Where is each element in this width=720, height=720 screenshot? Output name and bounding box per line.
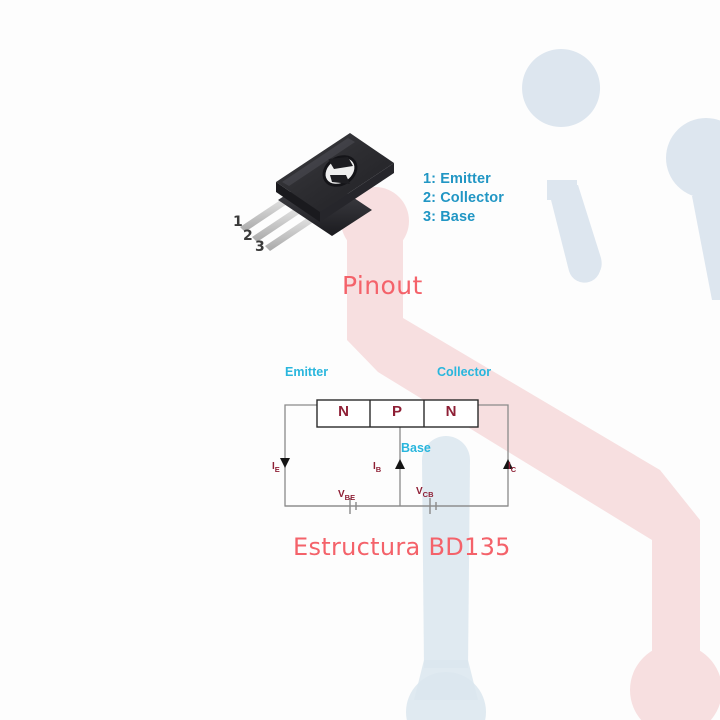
pinout-legend-item-2: 2: Collector xyxy=(423,190,504,206)
transistor-package xyxy=(276,133,394,236)
pin-number-2: 2 xyxy=(243,228,253,244)
npn-layer-N2: N xyxy=(445,403,457,420)
battery-vcb xyxy=(429,498,437,514)
pin-shape-blue-top-mid xyxy=(522,49,602,283)
label-base: Base xyxy=(401,441,431,455)
quantity-emitter-current: IE xyxy=(272,461,280,474)
pin-shape-blue-top-right xyxy=(666,118,720,300)
npn-layer-box xyxy=(316,399,479,428)
label-collector: Collector xyxy=(437,365,492,379)
quantity-base-emitter-voltage: VBE xyxy=(338,489,356,502)
pin-number-1: 1 xyxy=(233,214,243,230)
circuit-wires xyxy=(284,404,509,507)
pinout-caption: Pinout xyxy=(342,271,423,300)
pin-shape-blue-long-vertical xyxy=(406,436,486,720)
npn-layer-N1: N xyxy=(338,403,349,420)
npn-structure-diagram xyxy=(280,399,513,514)
pinout-legend: 1: Emitter 2: Collector 3: Base xyxy=(423,170,504,227)
transistor-photo xyxy=(240,133,394,251)
structure-caption: Estructura BD135 xyxy=(293,533,511,561)
arrow-ic xyxy=(503,459,513,469)
arrow-ie xyxy=(280,458,290,468)
current-arrows xyxy=(280,458,513,469)
battery-vbe xyxy=(349,498,357,514)
quantity-collector-current: IC xyxy=(508,461,517,474)
label-emitter: Emitter xyxy=(285,365,329,379)
quantity-collector-base-voltage: VCB xyxy=(416,486,434,499)
pinout-legend-item-1: 1: Emitter xyxy=(423,171,491,187)
pinout-legend-item-3: 3: Base xyxy=(423,209,476,225)
quantity-base-current: IB xyxy=(373,461,382,474)
pin-number-3: 3 xyxy=(255,239,265,255)
arrow-ib xyxy=(395,459,405,469)
npn-layer-P: P xyxy=(391,403,402,420)
